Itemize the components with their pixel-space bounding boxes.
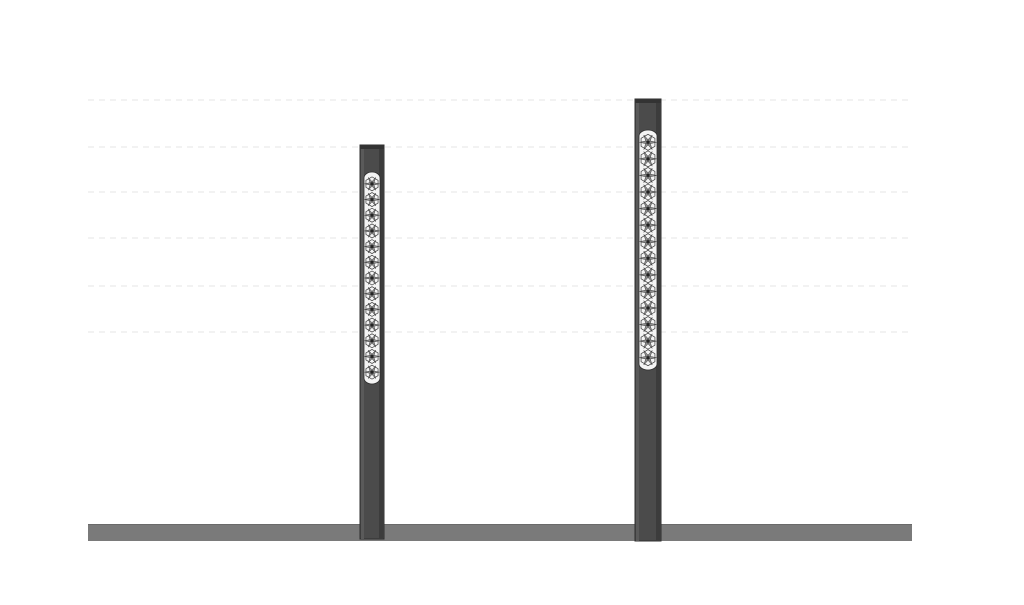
pattern-petal <box>647 151 653 160</box>
pattern-center <box>646 273 650 277</box>
pattern-petal <box>647 167 653 176</box>
pattern-center <box>370 292 374 296</box>
pattern-center <box>646 322 650 327</box>
pattern-hexagon <box>365 301 379 317</box>
pattern-center <box>646 206 650 211</box>
pattern-hexagon <box>640 133 656 151</box>
pattern-hexagon <box>365 270 379 286</box>
pattern-center <box>370 260 374 264</box>
post-shade <box>656 99 660 541</box>
pattern-petal <box>647 317 653 325</box>
pattern-center <box>646 306 650 310</box>
pattern-hexagon <box>640 233 656 251</box>
pattern-center <box>646 173 650 178</box>
pattern-center <box>646 140 650 144</box>
pattern-hexagon <box>365 192 379 207</box>
pattern-center <box>370 229 374 233</box>
pattern-hexagon <box>640 200 656 217</box>
post-tall <box>634 98 662 542</box>
pattern-hexagon <box>640 167 656 184</box>
pattern-center <box>370 323 374 327</box>
pattern-panel <box>638 129 658 371</box>
pattern-petal <box>647 234 653 243</box>
post-short <box>359 144 385 540</box>
pattern-center <box>370 182 374 186</box>
pattern-hexagon <box>640 299 656 317</box>
pattern-hexagon <box>365 349 379 364</box>
post-shade <box>379 145 383 539</box>
pattern-petal <box>647 333 653 342</box>
pattern-center <box>370 197 374 202</box>
pattern-center <box>646 190 650 194</box>
pattern-center <box>370 276 374 280</box>
pattern-hexagon <box>640 316 656 333</box>
post-highlight <box>636 99 639 541</box>
ground-slab <box>88 524 912 541</box>
pattern-hexagon <box>640 150 656 168</box>
bollard-posts <box>359 98 662 542</box>
pattern-center <box>370 339 374 343</box>
pattern-center <box>370 370 374 374</box>
pattern-hexagon <box>640 283 656 300</box>
pattern-hexagon <box>365 239 379 255</box>
pattern-petal <box>647 350 653 359</box>
pattern-hexagon <box>365 317 379 333</box>
pattern-panel <box>363 171 381 385</box>
post-highlight <box>361 145 364 539</box>
pattern-center <box>646 289 650 294</box>
pattern-petal <box>647 283 653 292</box>
pattern-hexagon <box>640 332 656 350</box>
pattern-center <box>646 256 650 260</box>
post-cap <box>635 99 661 103</box>
pattern-hexagon <box>365 223 379 239</box>
pattern-hexagon <box>640 249 656 267</box>
pattern-petal <box>647 201 653 209</box>
pattern-hexagon <box>365 364 379 380</box>
ground-group <box>88 524 912 541</box>
pattern-hexagon <box>365 286 379 302</box>
pattern-hexagon <box>640 349 656 367</box>
pattern-center <box>646 240 650 244</box>
pattern-hexagon <box>365 207 379 223</box>
pattern-petal <box>647 300 653 309</box>
pattern-hexagon <box>640 183 656 201</box>
pattern-hexagon <box>365 333 379 349</box>
pattern-hexagon <box>365 254 379 270</box>
pattern-petal <box>647 134 653 143</box>
post-cap <box>360 145 384 149</box>
pattern-center <box>646 356 650 360</box>
pattern-center <box>646 339 650 343</box>
pattern-center <box>646 223 650 227</box>
pattern-center <box>370 213 374 217</box>
pattern-petal <box>647 267 653 276</box>
pattern-center <box>370 307 374 311</box>
pattern-hexagon <box>365 176 379 192</box>
pattern-center <box>646 157 650 161</box>
pattern-hexagon <box>640 266 656 284</box>
guide-lines <box>88 99 912 333</box>
pattern-petal <box>647 250 653 259</box>
pattern-center <box>370 245 374 249</box>
pattern-hexagon <box>640 216 656 234</box>
pattern-center <box>370 354 374 359</box>
pattern-petal <box>647 217 653 226</box>
pattern-petal <box>647 184 653 193</box>
